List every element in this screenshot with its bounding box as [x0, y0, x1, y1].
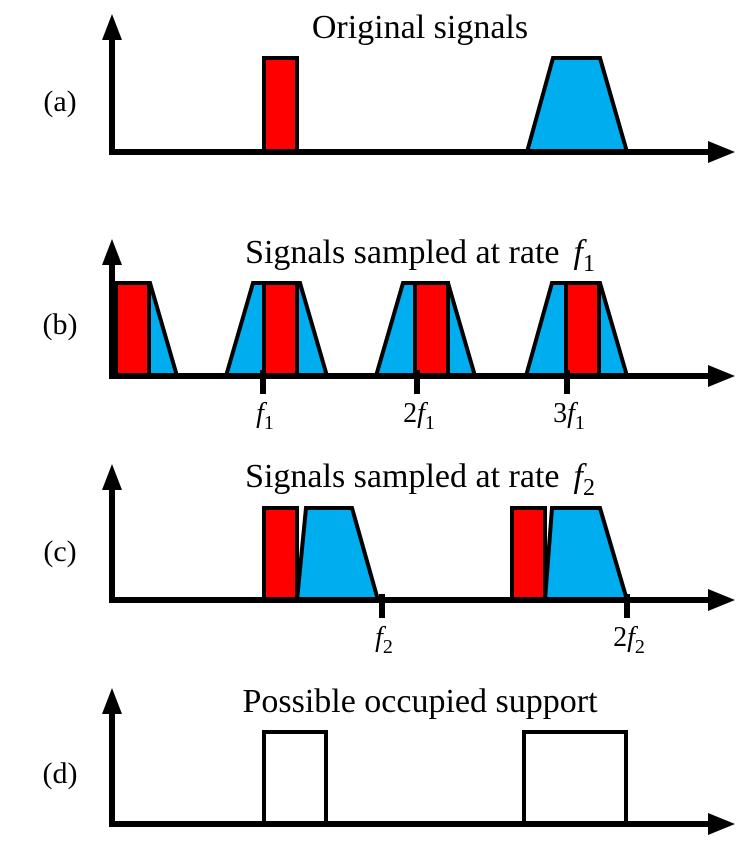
x-axis-arrow-icon — [708, 141, 735, 163]
blue-alias-copy — [542, 506, 630, 602]
tick-1-label: f2 — [375, 622, 393, 658]
alias-group-3 — [523, 281, 630, 378]
alias-group-2 — [373, 281, 478, 378]
alias-group-0 — [111, 281, 180, 378]
red-alias-copy — [114, 281, 151, 378]
support-box-narrow — [262, 730, 328, 826]
panel-label: (d) — [43, 757, 78, 790]
tick-1-label: f1 — [256, 398, 274, 434]
blue-alias-copy — [294, 506, 381, 602]
support-box-wide — [522, 730, 628, 826]
blue-wideband-signal — [524, 56, 630, 154]
panel-title: Original signals — [312, 9, 528, 46]
alias-group-1 — [510, 506, 630, 602]
panel-title-text: Original signals — [312, 9, 528, 46]
red-alias-copy — [262, 281, 299, 378]
panel-a: (a) Original signals — [43, 9, 735, 163]
red-alias-copy — [510, 506, 547, 602]
tick-2-label: 2f2 — [613, 622, 645, 658]
y-axis-arrow-icon — [102, 14, 122, 40]
tick-2-label: 2f1 — [403, 398, 435, 434]
red-narrowband-signal — [262, 56, 299, 154]
panel-title-text: Signals sampled at rate — [245, 234, 559, 271]
panel-title-text: Possible occupied support — [242, 683, 598, 720]
alias-group-0 — [262, 506, 381, 602]
red-alias-copy — [564, 281, 601, 378]
rate-subscript: 2 — [583, 475, 595, 501]
x-axis-arrow-icon — [708, 589, 735, 611]
y-axis-arrow-icon — [102, 688, 122, 714]
alias-group-1 — [223, 281, 330, 378]
rate-subscript: 1 — [583, 251, 595, 277]
x-axis-arrow-icon — [708, 813, 735, 835]
y-axis-arrow-icon — [102, 464, 122, 490]
panel-title-text: Signals sampled at rate — [245, 458, 559, 495]
y-axis-arrow-icon — [102, 239, 122, 265]
x-axis-arrow-icon — [708, 365, 735, 387]
red-alias-copy — [413, 281, 450, 378]
tick-3-label: 3f1 — [553, 398, 585, 434]
panel-label: (c) — [43, 535, 76, 568]
panel-label: (b) — [43, 308, 78, 341]
panel-title: Possible occupied support — [242, 683, 598, 720]
panel-label: (a) — [43, 85, 76, 118]
panel-d: (d) Possible occupied support — [43, 683, 735, 835]
red-alias-copy — [262, 506, 299, 602]
